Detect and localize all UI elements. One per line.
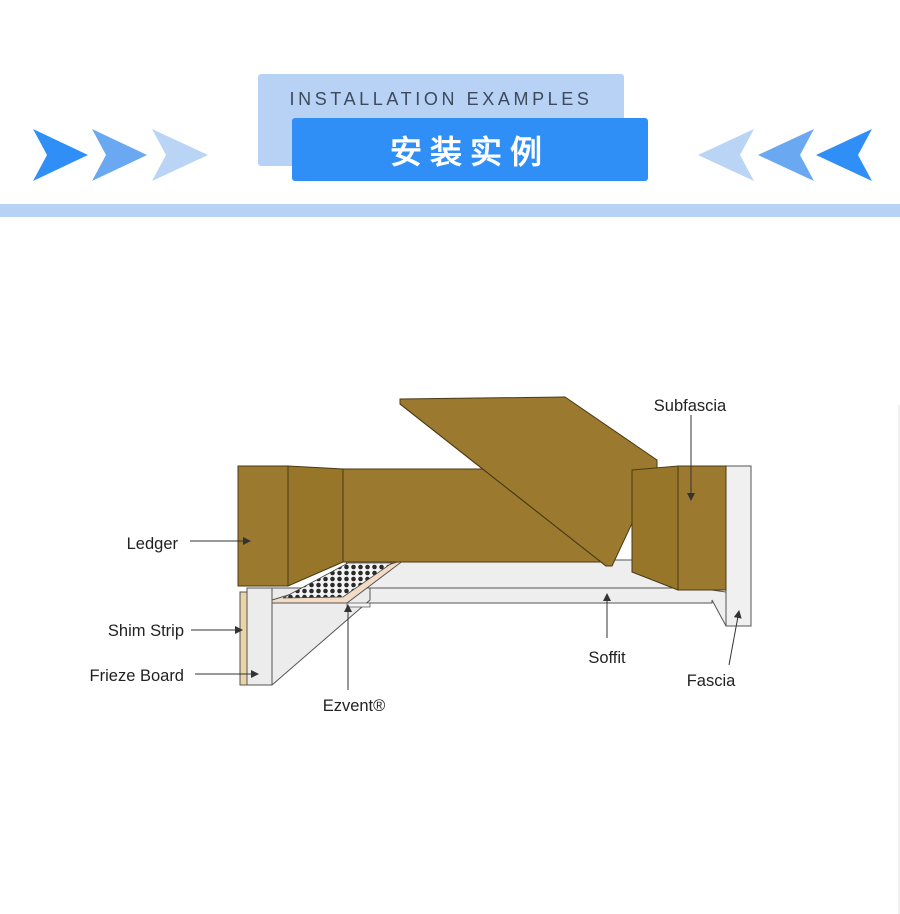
section-header: INSTALLATION EXAMPLES 安装实例 — [0, 0, 900, 230]
chevron-right-icon — [33, 129, 208, 181]
shim-strip — [239, 591, 248, 686]
header-divider-band — [0, 204, 900, 217]
frieze-board-label: Frieze Board — [90, 667, 184, 685]
leader-lines — [190, 415, 742, 690]
page-edge-line — [898, 405, 900, 914]
subfascia-label: Subfascia — [654, 397, 727, 415]
title-banner: 安装实例 — [292, 118, 648, 181]
fascia-label: Fascia — [687, 672, 736, 690]
ezvent-strip — [271, 559, 405, 608]
chevron-left-icon — [698, 129, 872, 181]
ledger-board — [237, 465, 344, 587]
ezvent-label: Ezvent® — [323, 697, 386, 715]
ledger-label: Ledger — [127, 535, 179, 553]
section-subtitle: INSTALLATION EXAMPLES — [289, 89, 593, 109]
shim-strip-label: Shim Strip — [108, 622, 184, 640]
section-title: 安装实例 — [389, 132, 550, 171]
subfascia-board — [631, 465, 727, 591]
fascia-arrow — [728, 610, 742, 666]
fascia-board — [725, 465, 752, 627]
soffit-label: Soffit — [588, 649, 626, 667]
